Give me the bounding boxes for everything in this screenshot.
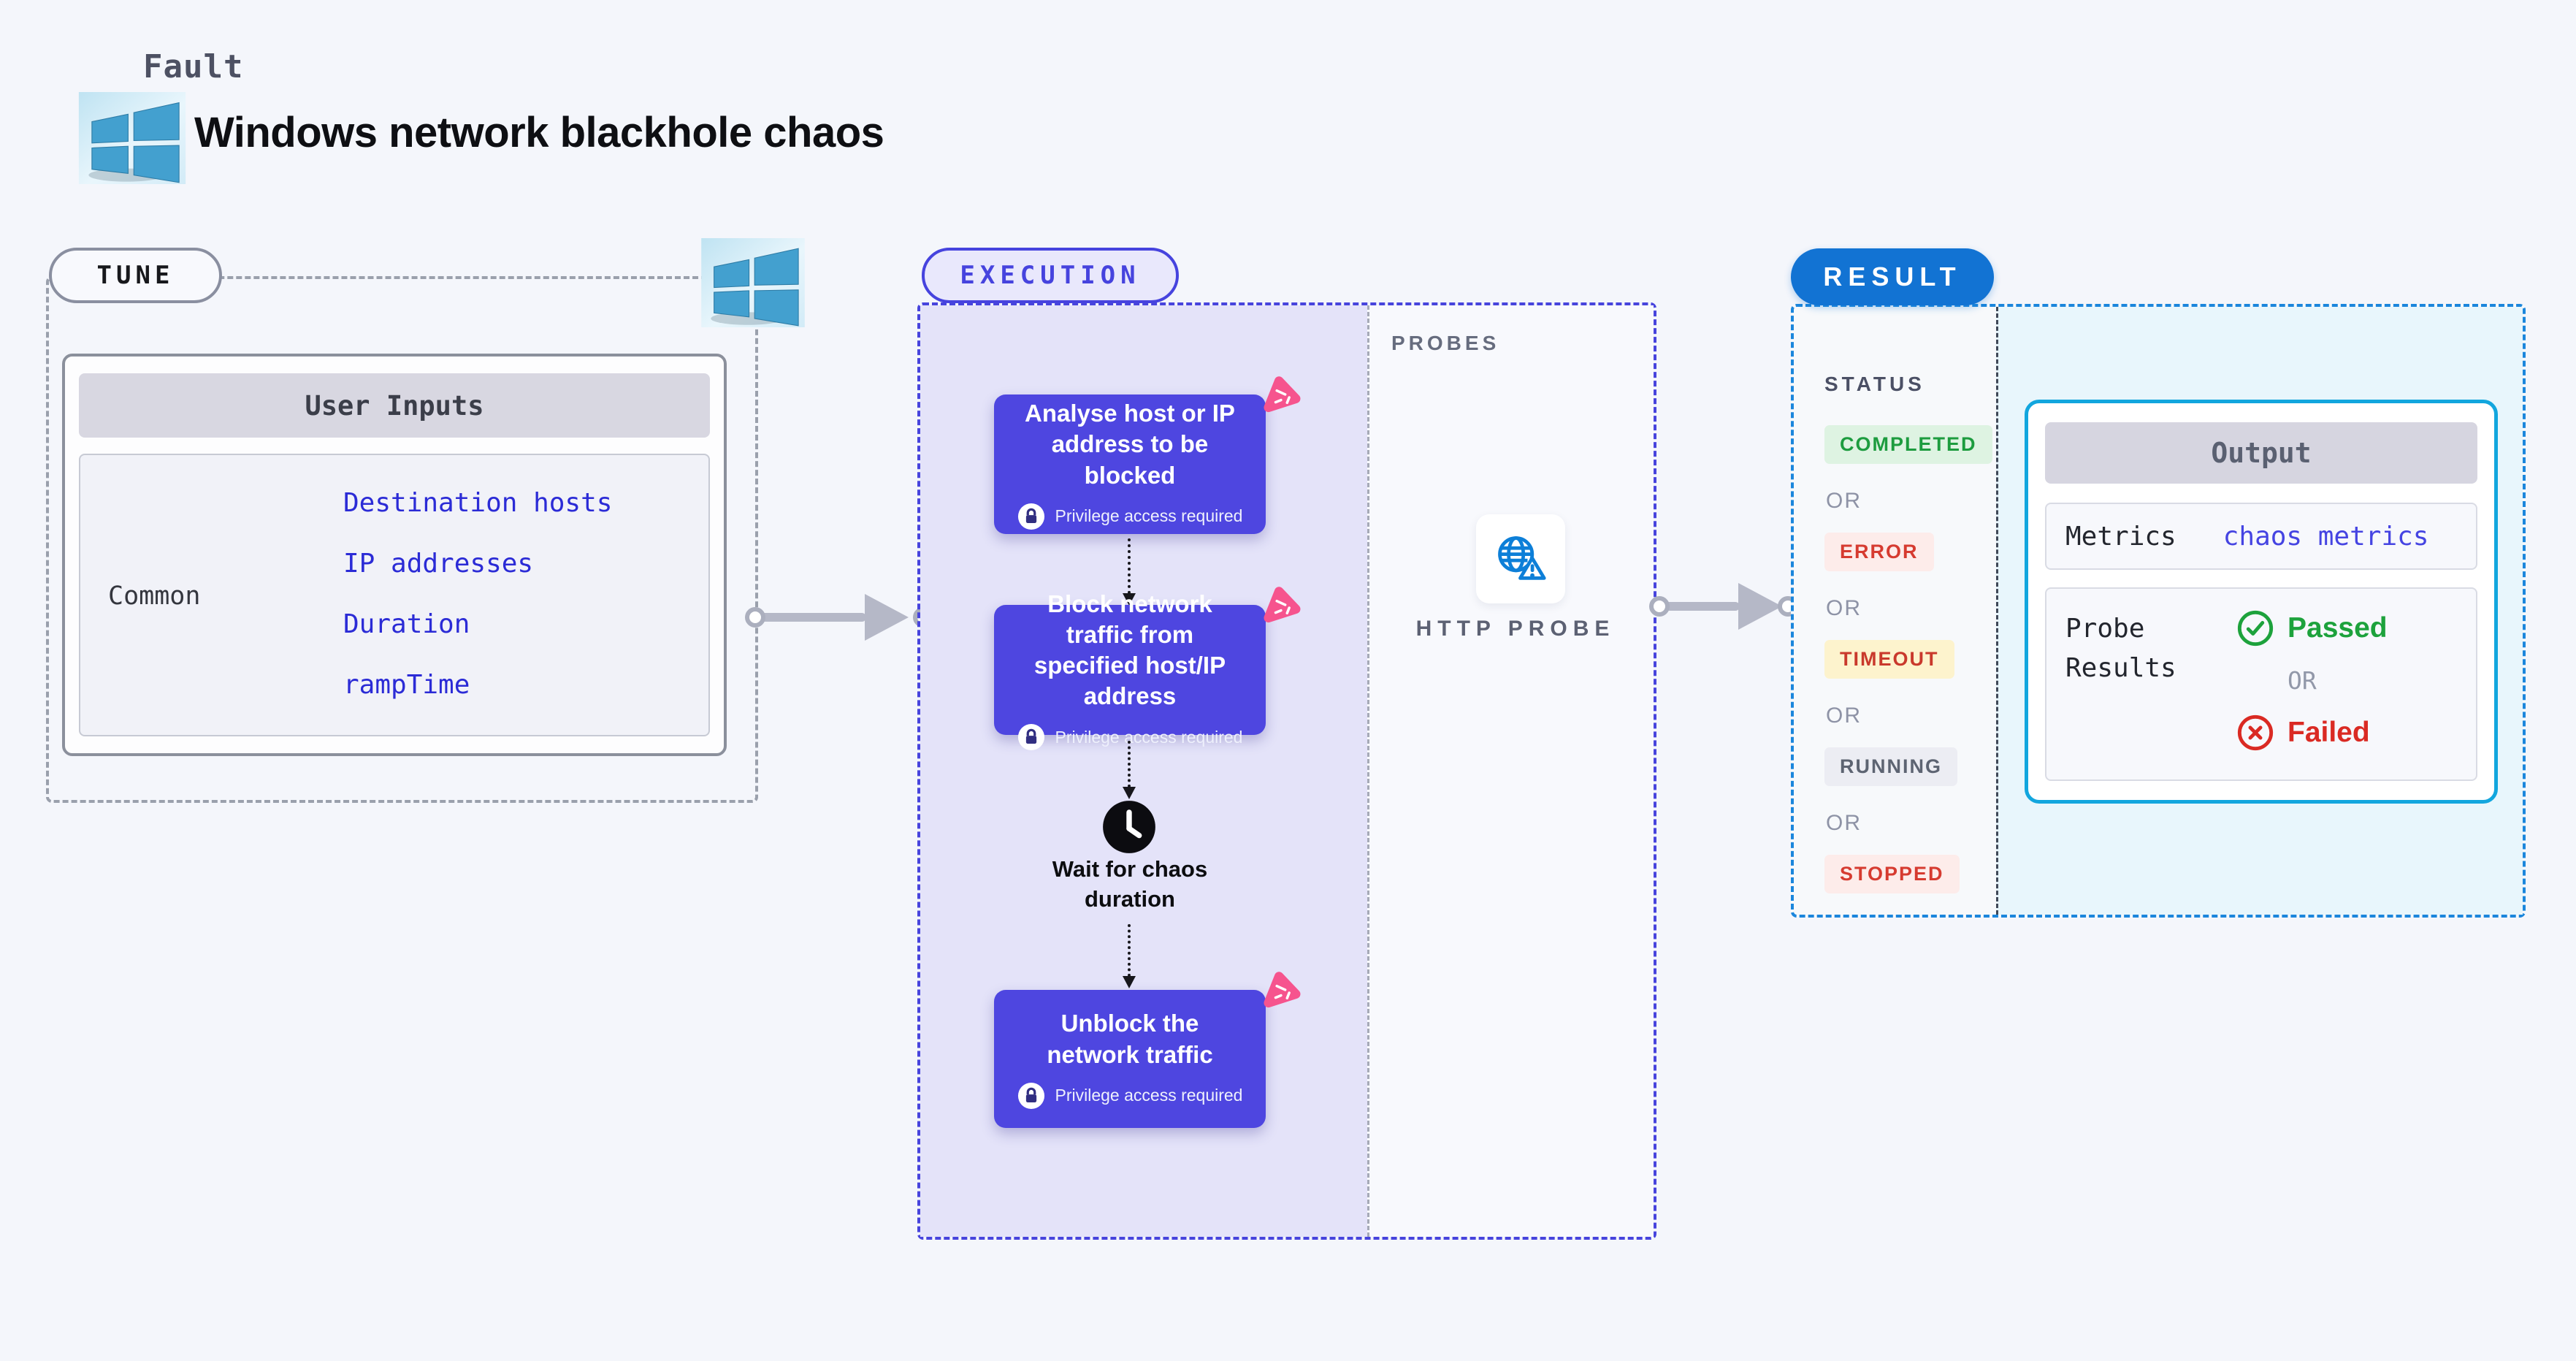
or-label: OR (1826, 596, 1862, 620)
common-row-label: Common (108, 582, 201, 611)
lock-icon (1017, 503, 1044, 530)
result-label: RESULT (1791, 248, 1994, 305)
link-ramptime[interactable]: rampTime (343, 670, 470, 700)
clock-icon (1103, 801, 1155, 853)
probe-results-values: Passed OR Failed (2220, 609, 2457, 759)
x-circle-icon (2237, 714, 2274, 751)
or-label: OR (1826, 704, 1862, 728)
step-title: Block network traffic from specified hos… (1033, 590, 1226, 710)
output-panel: Output Metrics chaos metrics Probe Resul… (2025, 400, 2498, 804)
flow-connector (1123, 538, 1136, 606)
wait-node-label: Wait for chaos duration (1052, 856, 1208, 912)
flow-connector (1123, 741, 1136, 799)
user-input-links: Destination hosts IP addresses Duration … (343, 488, 612, 700)
check-circle-icon (2237, 610, 2274, 647)
or-label: OR (1826, 489, 1862, 513)
probes-to-result-arrow (1649, 577, 1804, 636)
probes-label: PROBES (1391, 332, 1500, 354)
status-list: COMPLETED OR ERROR OR TIMEOUT OR RUNNING… (1824, 425, 1992, 918)
fault-kicker: Fault (143, 48, 244, 85)
user-inputs-title: User Inputs (79, 373, 710, 438)
flow-connector (1123, 924, 1136, 988)
privilege-label: Privilege access required (1055, 506, 1243, 526)
privilege-badge: Privilege access required (1017, 723, 1243, 751)
status-badge-error: ERROR (1824, 533, 1934, 571)
privilege-label: Privilege access required (1055, 727, 1243, 747)
chaos-experiment-icon (1264, 376, 1301, 413)
step-unblock-traffic: Unblock the network traffic Privilege ac… (994, 972, 1301, 1128)
probe-results-label: Probe Results (2065, 614, 2176, 683)
privilege-label: Privilege access required (1055, 1086, 1243, 1105)
step-analyse-host: Analyse host or IP address to be blocked… (994, 376, 1301, 534)
passed-line: Passed (2236, 609, 2457, 647)
link-ip-addresses[interactable]: IP addresses (343, 549, 534, 579)
step-title: Unblock the network traffic (1047, 1010, 1213, 1068)
http-probe-card (1476, 514, 1565, 603)
metrics-row: Metrics chaos metrics (2045, 503, 2477, 570)
probe-results-row: Probe Results Passed OR Failed (2045, 587, 2477, 781)
passed-label: Passed (2288, 612, 2388, 644)
lock-icon (1017, 1082, 1044, 1109)
metrics-label: Metrics (2065, 521, 2176, 552)
step-title: Analyse host or IP address to be blocked (1025, 400, 1235, 489)
or-label: OR (2288, 666, 2317, 695)
http-probe-label: HTTP PROBE (1415, 617, 1616, 641)
windows-logo-icon (78, 92, 186, 184)
status-badge-completed: COMPLETED (1824, 425, 1992, 464)
link-destination-hosts[interactable]: Destination hosts (343, 488, 613, 518)
output-title: Output (2045, 422, 2477, 484)
tune-label: TUNE (49, 248, 222, 303)
status-badge-running: RUNNING (1824, 747, 1957, 786)
user-inputs-body (79, 454, 710, 736)
windows-logo-icon (701, 238, 805, 327)
status-badge-stopped: STOPPED (1824, 855, 1960, 893)
failed-label: Failed (2288, 717, 2370, 748)
execution-label: EXECUTION (922, 248, 1179, 303)
step-block-traffic: Block network traffic from specified hos… (994, 587, 1301, 751)
status-title: STATUS (1824, 373, 1925, 395)
status-badge-timeout: TIMEOUT (1824, 640, 1954, 679)
lock-icon (1017, 724, 1044, 751)
failed-line: Failed (2236, 714, 2457, 752)
tune-to-execution-arrow (745, 588, 933, 647)
chaos-experiment-icon (1264, 587, 1301, 623)
page-title: Windows network blackhole chaos (194, 109, 884, 156)
tune-section (46, 276, 758, 803)
privilege-badge: Privilege access required (1017, 1082, 1243, 1110)
link-duration[interactable]: Duration (343, 609, 470, 639)
http-probe-icon (1498, 536, 1546, 580)
chaos-metrics-link[interactable]: chaos metrics (2223, 521, 2429, 552)
chaos-experiment-icon (1264, 972, 1301, 1008)
or-label: OR (1826, 811, 1862, 835)
privilege-badge: Privilege access required (1017, 503, 1243, 530)
probes-area: PROBES HTTP PROBE (1367, 305, 1654, 1237)
